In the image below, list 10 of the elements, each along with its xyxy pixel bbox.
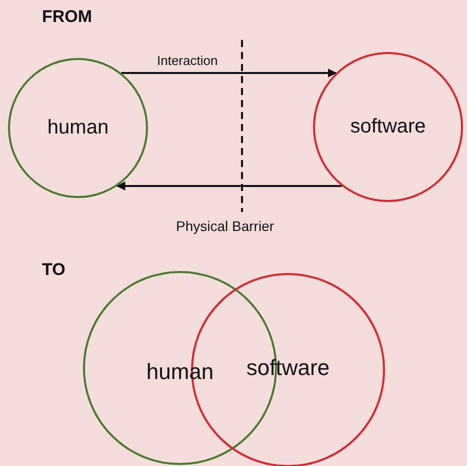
circle	[313, 52, 463, 202]
circle-label: software	[350, 116, 426, 138]
barrier-label: Physical Barrier	[176, 218, 274, 234]
arrow	[121, 68, 337, 78]
heading: TO	[42, 260, 66, 280]
arrow	[116, 182, 342, 190]
circle	[8, 58, 148, 198]
edge-label: Interaction	[157, 53, 218, 68]
circle-label: human	[47, 116, 109, 140]
heading: FROM	[42, 7, 92, 27]
